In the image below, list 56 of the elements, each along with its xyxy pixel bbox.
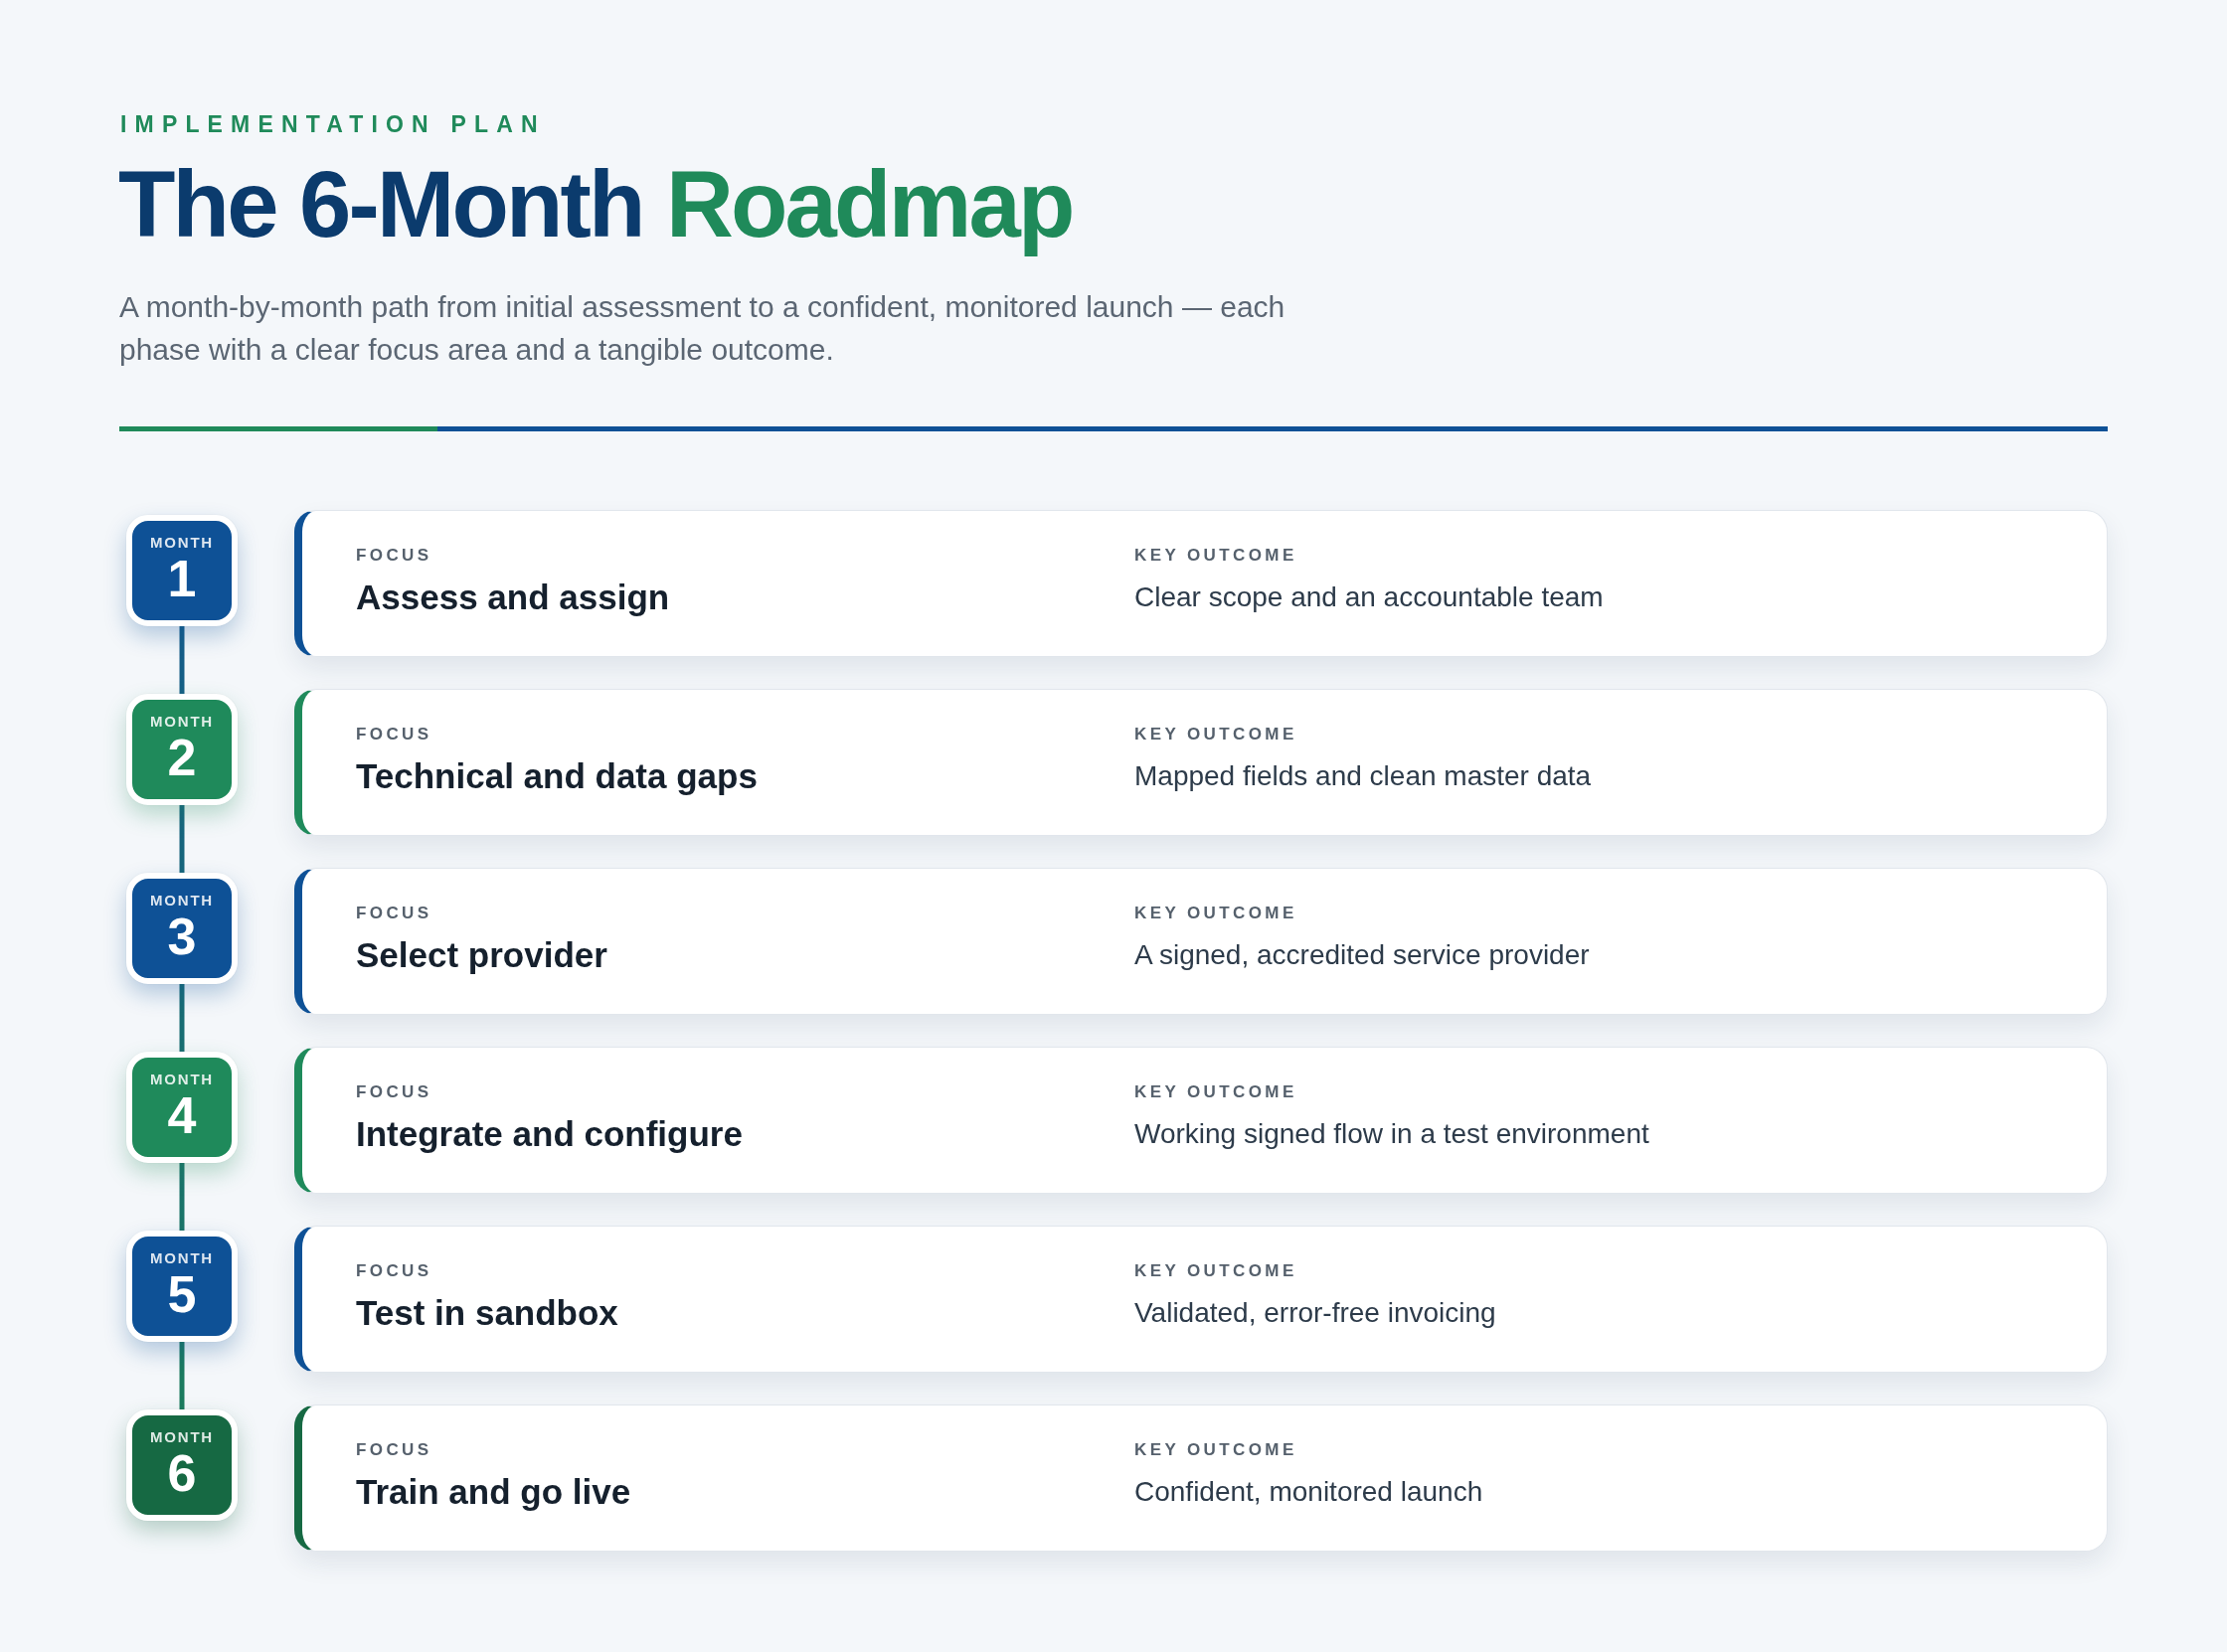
month-badge	[126, 1409, 238, 1521]
outcome-text: Working signed flow in a test environment	[1134, 1117, 1649, 1151]
month-label: MONTH	[150, 713, 214, 731]
outcome-text: A signed, accredited service provider	[1134, 938, 1590, 972]
outcome-label: KEY OUTCOME	[1134, 1261, 1297, 1281]
focus-label: FOCUS	[356, 1082, 432, 1102]
outcome-label: KEY OUTCOME	[1134, 725, 1297, 744]
outcome-label: KEY OUTCOME	[1134, 546, 1297, 566]
focus-label: FOCUS	[356, 1261, 432, 1281]
month-label: MONTH	[150, 1071, 214, 1088]
month-number: 3	[167, 909, 197, 964]
month-label: MONTH	[150, 892, 214, 909]
phase-card	[294, 1404, 2108, 1552]
timeline-connector	[179, 805, 185, 873]
focus-title: Integrate and configure	[356, 1113, 743, 1155]
focus-title: Select provider	[356, 934, 607, 976]
month-badge	[126, 694, 238, 805]
month-number: 2	[167, 730, 197, 785]
focus-label: FOCUS	[356, 1440, 432, 1460]
outcome-label: KEY OUTCOME	[1134, 1082, 1297, 1102]
month-badge	[126, 515, 238, 626]
phase-card	[294, 1047, 2108, 1194]
phase-card	[294, 510, 2108, 657]
phase-card	[294, 1226, 2108, 1373]
month-number: 4	[167, 1087, 197, 1143]
focus-label: FOCUS	[356, 725, 432, 744]
focus-label: FOCUS	[356, 546, 432, 566]
month-badge	[126, 1052, 238, 1163]
timeline-connector	[179, 1342, 185, 1409]
month-label: MONTH	[150, 1249, 214, 1267]
outcome-text: Mapped fields and clean master data	[1134, 759, 1592, 793]
focus-title: Assess and assign	[356, 577, 670, 618]
outcome-label: KEY OUTCOME	[1134, 904, 1297, 923]
focus-label: FOCUS	[356, 904, 432, 923]
timeline-connector	[179, 626, 185, 694]
focus-title: Train and go live	[356, 1471, 631, 1513]
phase-card	[294, 689, 2108, 836]
month-badge	[126, 873, 238, 984]
subtitle-text: A month-by-month path from initial assessment to a confident, monitored launch — each phase with a clear focus area and a tangible outcome.	[119, 289, 1286, 368]
outcome-text: Clear scope and an accountable team	[1134, 580, 1604, 614]
outcome-text: Confident, monitored launch	[1134, 1475, 1483, 1509]
outcome-text: Validated, error-free invoicing	[1134, 1296, 1496, 1330]
month-number: 5	[167, 1266, 197, 1322]
focus-title: Technical and data gaps	[356, 755, 758, 797]
month-number: 1	[167, 551, 197, 606]
outcome-label: KEY OUTCOME	[1134, 1440, 1297, 1460]
page-title: The 6-Month Roadmap	[118, 153, 1073, 256]
timeline-connector	[179, 984, 185, 1052]
month-label: MONTH	[150, 534, 214, 552]
phase-card	[294, 868, 2108, 1015]
month-number: 6	[167, 1445, 197, 1501]
timeline-connector	[179, 1163, 185, 1231]
eyebrow-text: IMPLEMENTATION PLAN	[120, 111, 546, 138]
month-badge	[126, 1231, 238, 1342]
focus-title: Test in sandbox	[356, 1292, 618, 1334]
month-label: MONTH	[150, 1428, 214, 1446]
